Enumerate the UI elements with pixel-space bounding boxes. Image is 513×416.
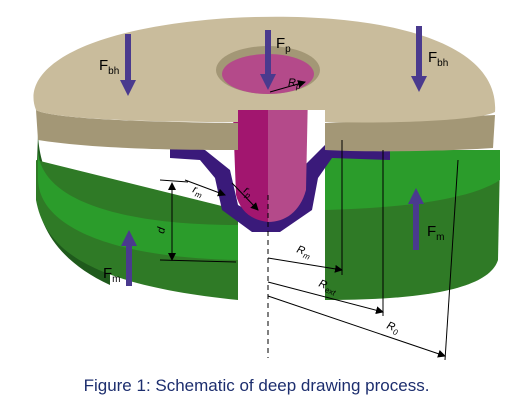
dim-die-radius — [184, 179, 226, 197]
force-die-left-arrow — [121, 230, 137, 286]
diagram-svg: Fbh Fbh Fp Fm Fm Rp rm rp d Rm Rext R0 — [33, 16, 500, 361]
dimension-lines — [159, 80, 459, 361]
label-f-p: Fp — [276, 35, 291, 55]
dim-punch-radius — [269, 80, 306, 93]
figure-caption: Figure 1: Schematic of deep drawing proc… — [83, 376, 430, 395]
formed-sheet — [170, 140, 390, 232]
die-body — [36, 135, 500, 300]
force-punch-arrow — [260, 30, 276, 90]
blankholder — [33, 16, 496, 152]
force-bh-left-arrow — [120, 34, 136, 96]
label-r-p-big: Rp — [288, 77, 301, 91]
label-f-m-left: Fm — [103, 265, 121, 285]
dim-blank-ext-radius — [267, 281, 384, 315]
label-r-p-small: rp — [241, 184, 256, 200]
dim-blank-radius — [267, 295, 446, 358]
label-r-ext: Rext — [316, 278, 339, 298]
force-die-right-arrow — [408, 188, 424, 250]
force-arrows — [120, 26, 427, 286]
label-r-m-big: Rm — [294, 244, 313, 262]
label-r-m-small: rm — [190, 184, 205, 201]
label-f-bh-right: Fbh — [428, 49, 448, 69]
label-f-m-right: Fm — [427, 223, 445, 243]
dim-punch-corner-radius — [231, 182, 259, 211]
force-bh-right-arrow — [411, 26, 427, 92]
label-d: d — [155, 226, 168, 235]
dim-inner-die-radius — [267, 257, 343, 273]
label-r-0: R0 — [384, 320, 401, 338]
label-f-bh-left: Fbh — [99, 57, 119, 77]
